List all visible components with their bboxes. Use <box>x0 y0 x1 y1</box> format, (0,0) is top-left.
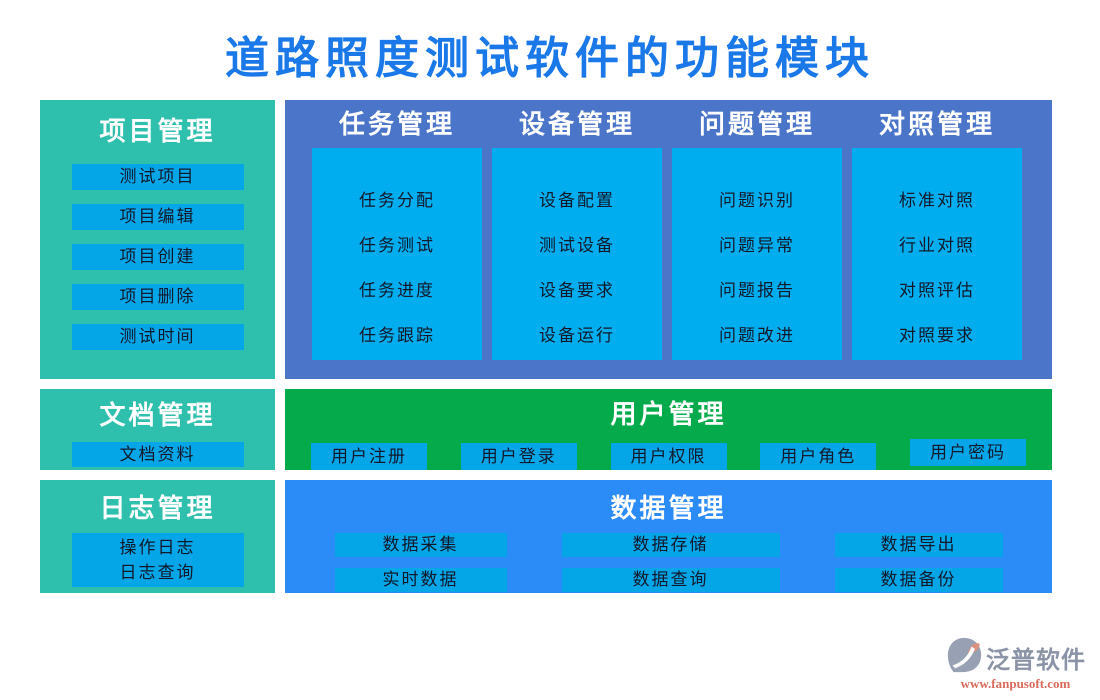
column-task-management: 任务管理 任务分配 任务测试 任务进度 任务跟踪 <box>312 108 482 360</box>
problem-column-title: 问题管理 <box>698 110 815 139</box>
user-panel-title: 用户管理 <box>610 400 727 429</box>
panel-document-management: 文档管理 文档资料 <box>40 389 275 470</box>
contrast-card: 标准对照 行业对照 对照评估 对照要求 <box>852 148 1022 360</box>
log-chip-block[interactable]: 操作日志 日志查询 <box>71 533 244 587</box>
column-contrast-management: 对照管理 标准对照 行业对照 对照评估 对照要求 <box>852 108 1022 360</box>
data-chip-4[interactable]: 实时数据 <box>334 568 507 592</box>
problem-item-2[interactable]: 问题异常 <box>719 236 795 255</box>
fanpu-logo-icon <box>945 636 983 679</box>
contrast-item-1[interactable]: 标准对照 <box>899 191 975 210</box>
column-problem-management: 问题管理 问题识别 问题异常 问题报告 问题改进 <box>672 108 842 360</box>
log-item-2[interactable]: 日志查询 <box>119 563 196 582</box>
contrast-item-4[interactable]: 对照要求 <box>899 326 975 345</box>
data-chip-2[interactable]: 数据存储 <box>561 533 780 557</box>
project-chip-3[interactable]: 项目创建 <box>71 244 244 270</box>
brand-name: 泛普软件 <box>986 648 1086 674</box>
problem-item-4[interactable]: 问题改进 <box>719 326 795 345</box>
equipment-item-2[interactable]: 测试设备 <box>539 236 615 255</box>
document-chip-1[interactable]: 文档资料 <box>71 442 244 467</box>
data-chip-1[interactable]: 数据采集 <box>334 533 507 557</box>
user-chip-row: 用户注册 用户登录 用户权限 用户角色 用户密码 <box>285 439 1052 470</box>
equipment-column-title: 设备管理 <box>518 110 635 139</box>
row-middle: 文档管理 文档资料 用户管理 用户注册 用户登录 用户权限 用户角色 用户密码 <box>40 389 1052 470</box>
data-chip-3[interactable]: 数据导出 <box>834 533 1003 557</box>
log-item-1[interactable]: 操作日志 <box>119 538 196 557</box>
problem-item-3[interactable]: 问题报告 <box>719 281 795 300</box>
task-item-4[interactable]: 任务跟踪 <box>359 326 435 345</box>
user-chip-1[interactable]: 用户注册 <box>311 443 427 470</box>
task-item-2[interactable]: 任务测试 <box>359 236 435 255</box>
data-chip-grid: 数据采集 数据存储 数据导出 实时数据 数据查询 数据备份 <box>285 533 1052 592</box>
project-chip-1[interactable]: 测试项目 <box>71 164 244 190</box>
panel-user-management: 用户管理 用户注册 用户登录 用户权限 用户角色 用户密码 <box>285 389 1052 470</box>
row-bottom: 日志管理 操作日志 日志查询 数据管理 数据采集 数据存储 数据导出 实时数据 … <box>40 480 1052 593</box>
panel-main-modules: 任务管理 任务分配 任务测试 任务进度 任务跟踪 设备管理 设备配置 测试设备 … <box>285 100 1052 379</box>
page-title: 道路照度测试软件的功能模块 <box>225 34 875 83</box>
brand-block: 泛普软件 www.fanpusoft.com <box>945 636 1086 692</box>
data-panel-title: 数据管理 <box>610 494 727 523</box>
contrast-item-2[interactable]: 行业对照 <box>899 236 975 255</box>
brand-top: 泛普软件 <box>945 636 1086 679</box>
data-chip-5[interactable]: 数据查询 <box>561 568 780 592</box>
contrast-column-title: 对照管理 <box>878 110 995 139</box>
project-panel-title: 项目管理 <box>99 117 216 146</box>
data-chip-6[interactable]: 数据备份 <box>834 568 1003 592</box>
panel-log-management: 日志管理 操作日志 日志查询 <box>40 480 275 593</box>
equipment-item-4[interactable]: 设备运行 <box>539 326 615 345</box>
user-chip-2[interactable]: 用户登录 <box>460 443 577 470</box>
contrast-item-3[interactable]: 对照评估 <box>899 281 975 300</box>
log-panel-title: 日志管理 <box>99 494 216 523</box>
project-chip-4[interactable]: 项目删除 <box>71 284 244 310</box>
equipment-card: 设备配置 测试设备 设备要求 设备运行 <box>492 148 662 360</box>
problem-item-1[interactable]: 问题识别 <box>719 191 795 210</box>
brand-url: www.fanpusoft.com <box>960 676 1071 691</box>
user-chip-4[interactable]: 用户角色 <box>760 443 877 470</box>
row-top: 项目管理 测试项目 项目编辑 项目创建 项目删除 测试时间 任务管理 任务分配 … <box>40 100 1052 379</box>
column-equipment-management: 设备管理 设备配置 测试设备 设备要求 设备运行 <box>492 108 662 360</box>
panel-project-management: 项目管理 测试项目 项目编辑 项目创建 项目删除 测试时间 <box>40 100 275 379</box>
equipment-item-3[interactable]: 设备要求 <box>539 281 615 300</box>
project-chip-2[interactable]: 项目编辑 <box>71 204 244 230</box>
problem-card: 问题识别 问题异常 问题报告 问题改进 <box>672 148 842 360</box>
user-chip-3[interactable]: 用户权限 <box>610 443 727 470</box>
task-item-1[interactable]: 任务分配 <box>359 191 435 210</box>
task-column-title: 任务管理 <box>338 110 455 139</box>
user-chip-5[interactable]: 用户密码 <box>910 439 1026 466</box>
project-chip-5[interactable]: 测试时间 <box>71 324 244 350</box>
task-item-3[interactable]: 任务进度 <box>359 281 435 300</box>
equipment-item-1[interactable]: 设备配置 <box>539 191 615 210</box>
panel-data-management: 数据管理 数据采集 数据存储 数据导出 实时数据 数据查询 数据备份 <box>285 480 1052 593</box>
document-panel-title: 文档管理 <box>99 401 216 430</box>
task-card: 任务分配 任务测试 任务进度 任务跟踪 <box>312 148 482 360</box>
